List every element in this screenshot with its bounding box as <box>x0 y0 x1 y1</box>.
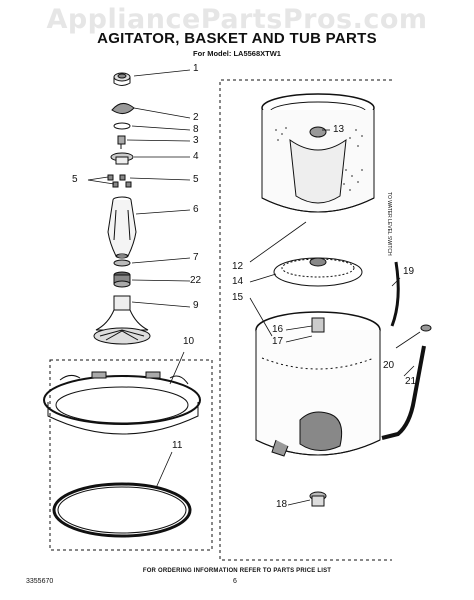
part-11-gasket[interactable] <box>52 482 192 538</box>
part-14-drive-block[interactable] <box>273 257 363 287</box>
ordering-info-footer: FOR ORDERING INFORMATION REFER TO PARTS … <box>142 568 332 574</box>
part-1-agitator-cap[interactable] <box>113 72 131 86</box>
callout-6[interactable]: 6 <box>193 204 199 215</box>
part-5-dogs[interactable] <box>107 174 132 188</box>
callout-7[interactable]: 7 <box>193 252 199 263</box>
callout-22[interactable]: 22 <box>190 275 202 286</box>
part-13-basket[interactable] <box>261 93 375 213</box>
part-22-coupling[interactable] <box>113 271 131 288</box>
part-7-seal[interactable] <box>113 259 131 267</box>
callout-8[interactable]: 8 <box>193 124 199 135</box>
callout-5-right[interactable]: 5 <box>193 174 199 185</box>
part-4-ratchet[interactable] <box>110 152 134 165</box>
callout-13[interactable]: 13 <box>333 124 345 135</box>
part-15-outer-tub[interactable] <box>255 311 381 457</box>
callout-15[interactable]: 15 <box>232 292 244 303</box>
page-title: AGITATOR, BASKET AND TUB PARTS <box>97 30 377 47</box>
callout-3[interactable]: 3 <box>193 135 199 146</box>
callout-1[interactable]: 1 <box>193 63 199 74</box>
callout-11[interactable]: 11 <box>172 440 183 451</box>
water-level-switch-note: TO WATER LEVEL SWITCH <box>386 192 392 256</box>
callout-19[interactable]: 19 <box>403 266 415 277</box>
callout-10[interactable]: 10 <box>183 336 195 347</box>
page-number: 6 <box>233 578 237 585</box>
callout-16[interactable]: 16 <box>272 324 284 335</box>
part-19-pressure-hose[interactable] <box>390 261 400 327</box>
group-10-box <box>49 359 213 551</box>
callout-18[interactable]: 18 <box>276 499 288 510</box>
callout-9[interactable]: 9 <box>193 300 199 311</box>
callout-5-left[interactable]: 5 <box>72 174 78 185</box>
callout-4[interactable]: 4 <box>193 151 199 162</box>
callout-20[interactable]: 20 <box>383 360 395 371</box>
callout-17[interactable]: 17 <box>272 336 284 347</box>
part-10-balance-ring[interactable] <box>43 371 201 435</box>
leader-lines <box>87 69 421 506</box>
callout-12[interactable]: 12 <box>232 261 244 272</box>
part-20-grommet[interactable] <box>420 324 432 332</box>
part-21-drain-hose[interactable] <box>381 345 426 440</box>
model-subtitle: For Model: LA5568XTW1 <box>193 49 281 58</box>
group-tub-bracket <box>219 79 392 561</box>
watermark: AppliancePartsPros.com <box>46 4 428 35</box>
callout-21[interactable]: 21 <box>405 376 417 387</box>
part-18-drain-plug[interactable] <box>309 491 327 507</box>
part-9-agitator-base[interactable] <box>93 295 151 345</box>
part-2-cam[interactable] <box>111 103 135 114</box>
document-number: 3355670 <box>26 578 54 585</box>
callout-14[interactable]: 14 <box>232 276 244 287</box>
part-6-agitator-barrel[interactable] <box>107 196 137 259</box>
part-8-ring[interactable] <box>113 122 131 130</box>
part-3-bolt[interactable] <box>117 135 126 149</box>
callout-2[interactable]: 2 <box>193 112 199 123</box>
